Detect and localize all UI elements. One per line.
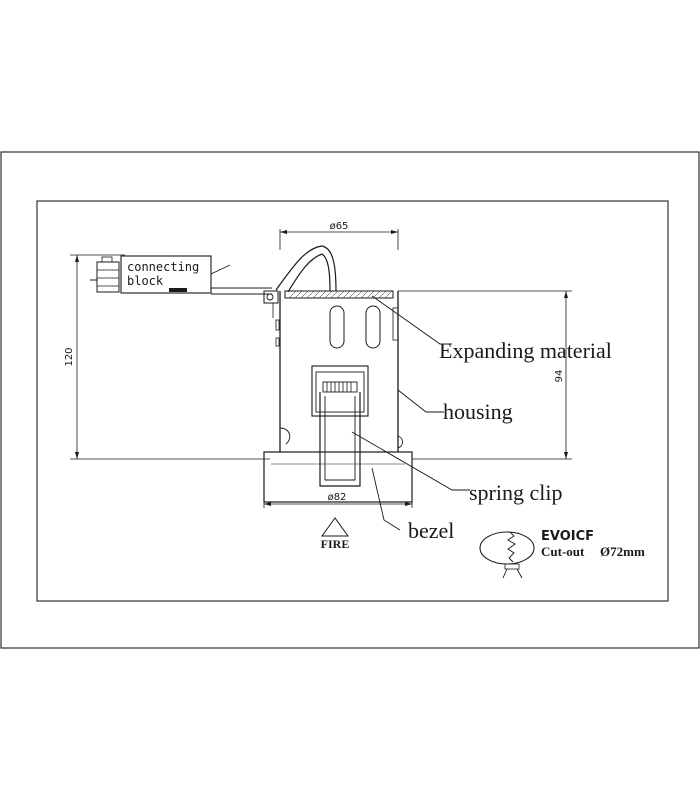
leader-lines [351,295,470,531]
fire-label: FIRE [321,537,350,551]
connecting-block-label-line2: block [127,274,164,288]
spring-coil [322,381,358,393]
dimension-bezel-diameter: ø82 [263,492,413,508]
cable [211,245,337,295]
housing [263,290,403,453]
expanding-material-strip [284,290,394,299]
cutout-label: Cut-out [541,544,585,559]
label-expanding-material: Expanding material [439,338,612,363]
dimension-housing-diameter: ø65 [279,221,399,250]
dimension-overall-height: 120 [64,254,270,460]
product-code: EVOICF [541,529,594,544]
dimension-label-housing-diameter: ø65 [330,221,349,232]
fire-rating-icon: FIRE [321,517,350,551]
spring-clip [311,365,369,487]
label-housing: housing [443,399,513,424]
connecting-block: connecting block [90,255,231,294]
dimension-label-housing-height: 94 [554,370,565,383]
label-bezel: bezel [408,518,454,543]
cutout-icon [479,531,535,579]
label-spring-clip: spring clip [469,480,563,505]
dimension-label-bezel-diameter: ø82 [328,492,347,503]
inner-border [36,200,669,602]
cutout-value: Ø72mm [600,544,645,559]
outer-border [0,151,700,649]
product-info: EVOICF Cut-out Ø72mm [479,529,645,579]
dimension-label-overall-height: 120 [64,347,75,366]
connecting-block-label-line1: connecting [127,260,199,274]
bezel [263,451,413,503]
dimension-housing-height: 94 [398,290,572,460]
